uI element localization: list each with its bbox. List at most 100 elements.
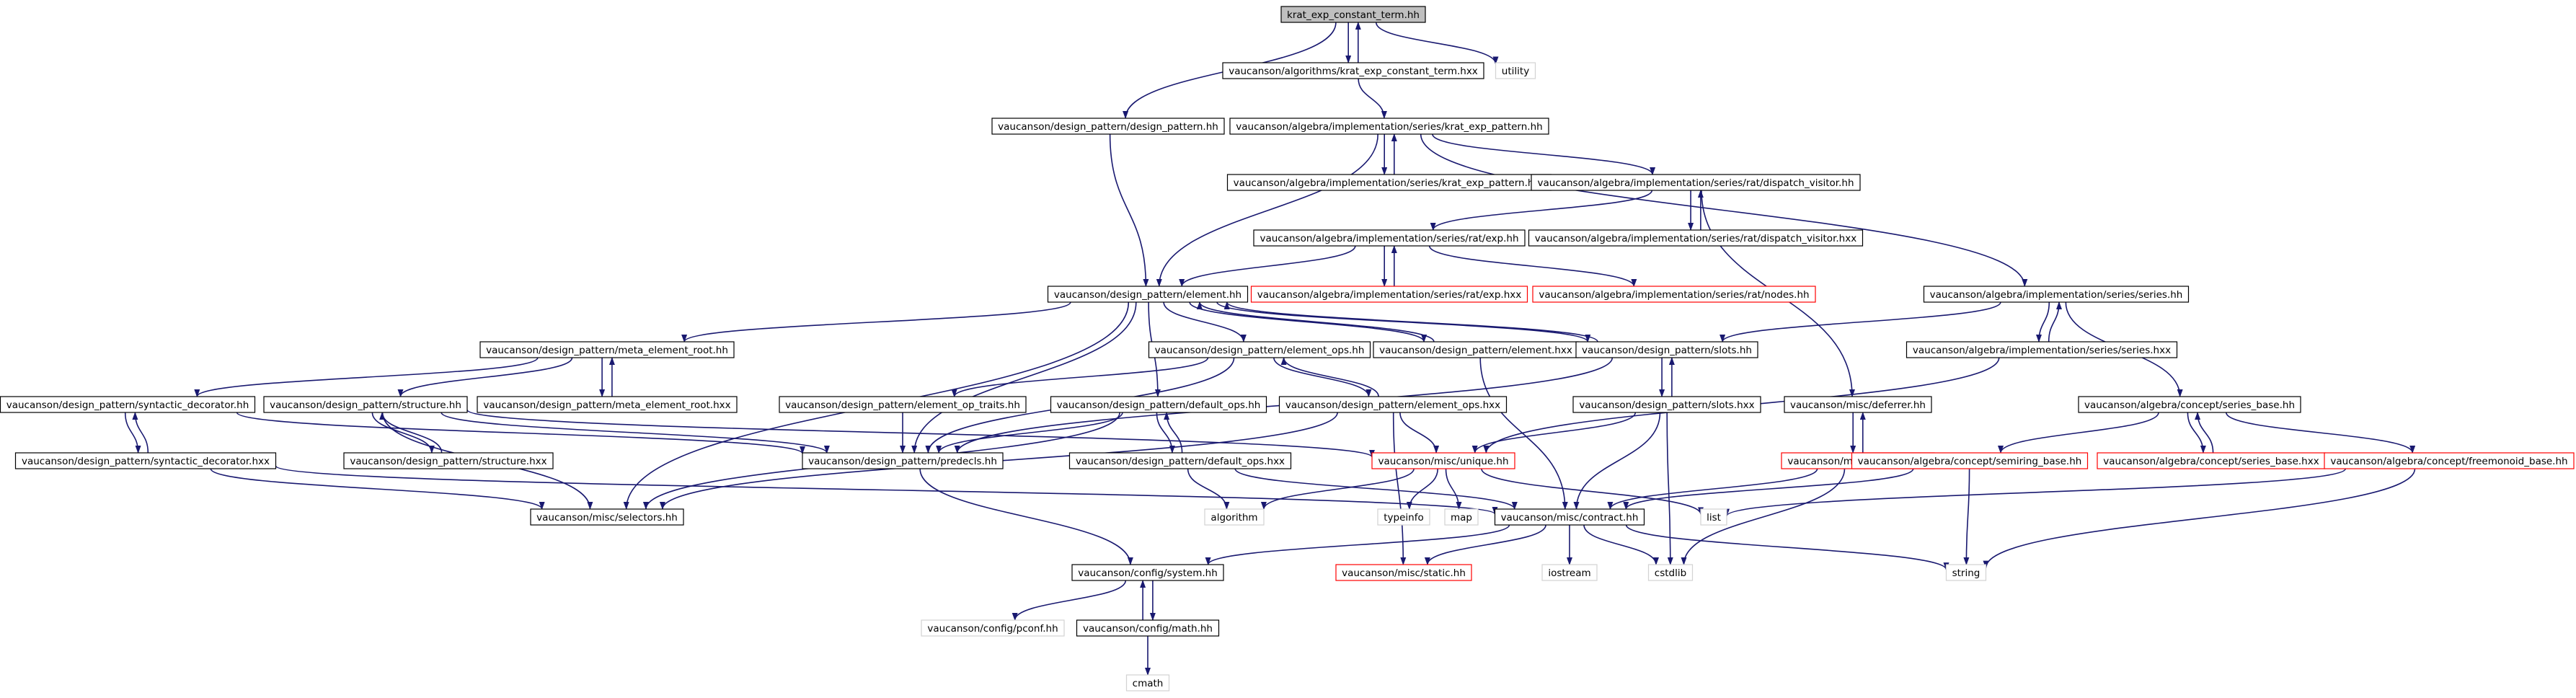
edge-unique_hh-to-list bbox=[1481, 468, 1704, 516]
node-math-hh[interactable]: vaucanson/config/math.hh bbox=[1076, 619, 1220, 637]
node-box bbox=[1148, 341, 1371, 358]
node-krat-exp-constant-term-hh[interactable]: krat_exp_constant_term.hh bbox=[1280, 6, 1426, 23]
node-krat-exp-pattern-hxx[interactable]: vaucanson/algebra/implementation/series/… bbox=[1226, 174, 1552, 191]
node-unique-hh[interactable]: vaucanson/misc/unique.hh bbox=[1371, 452, 1515, 469]
node-box bbox=[263, 396, 468, 413]
node-freemonoid-base-hh[interactable]: vaucanson/algebra/concept/freemonoid_bas… bbox=[2324, 452, 2575, 469]
node-syntactic-decorator-hxx[interactable]: vaucanson/design_pattern/syntactic_decor… bbox=[14, 452, 277, 469]
node-box bbox=[1335, 564, 1472, 581]
node-box bbox=[1575, 341, 1758, 358]
node-predecls-hh[interactable]: vaucanson/design_pattern/predecls.hh bbox=[802, 452, 1004, 469]
node-slots-hxx[interactable]: vaucanson/design_pattern/slots.hxx bbox=[1572, 396, 1761, 413]
node-label: vaucanson/algebra/implementation/series/… bbox=[1234, 177, 1546, 189]
node-label: vaucanson/design_pattern/syntactic_decor… bbox=[6, 399, 249, 411]
node-dispatch-visitor-hxx[interactable]: vaucanson/algebra/implementation/series/… bbox=[1528, 229, 1864, 247]
node-box bbox=[779, 396, 1027, 413]
node-series-hh[interactable]: vaucanson/algebra/implementation/series/… bbox=[1923, 286, 2190, 303]
node-label: vaucanson/design_pattern/default_ops.hh bbox=[1057, 399, 1261, 411]
node-default-ops-hxx[interactable]: vaucanson/design_pattern/default_ops.hxx bbox=[1068, 452, 1292, 469]
node-box bbox=[1278, 396, 1508, 413]
node-label: vaucanson/algebra/concept/series_base.hh bbox=[2084, 399, 2295, 411]
node-box bbox=[1494, 508, 1645, 526]
node-element-ops-hh[interactable]: vaucanson/design_pattern/element_ops.hh bbox=[1148, 341, 1371, 358]
edge-slots_hh-to-element_hh bbox=[1223, 301, 1598, 343]
node-box bbox=[921, 619, 1065, 637]
edge-krat_exp_constant_term_hh-to-utility bbox=[1375, 22, 1499, 65]
node-box bbox=[1528, 229, 1864, 247]
node-label: vaucanson/misc/deferrer.hh bbox=[1790, 399, 1926, 411]
node-label: vaucanson/config/system.hh bbox=[1078, 567, 1218, 579]
edge-krat_exp_pattern_hh-to-dispatch_visitor_hh bbox=[1432, 133, 1655, 175]
node-label: krat_exp_constant_term.hh bbox=[1287, 9, 1420, 21]
node-label: vaucanson/config/pconf.hh bbox=[927, 623, 1058, 635]
edge-syntactic_decorator_hh-to-syntactic_decorator_hxx bbox=[124, 412, 141, 454]
node-series-base-hh[interactable]: vaucanson/algebra/concept/series_base.hh bbox=[2078, 396, 2301, 413]
node-label: vaucanson/algebra/implementation/series/… bbox=[1535, 233, 1856, 244]
node-label: vaucanson/design_pattern/syntactic_decor… bbox=[22, 456, 270, 467]
edge-element_hh-to-element_hxx bbox=[1189, 301, 1427, 343]
edge-unique_hh-to-map bbox=[1445, 468, 1462, 510]
edge-syntactic_decorator_hxx-to-selectors_hh bbox=[210, 468, 545, 510]
node-element-op-traits-hh[interactable]: vaucanson/design_pattern/element_op_trai… bbox=[779, 396, 1027, 413]
node-label: vaucanson/design_pattern/element_ops.hh bbox=[1155, 345, 1365, 356]
node-label: vaucanson/design_pattern/structure.hxx bbox=[350, 456, 546, 467]
node-utility: utility bbox=[1495, 62, 1536, 79]
node-label: vaucanson/algebra/implementation/series/… bbox=[1539, 289, 1809, 301]
edge-syntactic_decorator_hxx-to-contract_hh bbox=[275, 465, 1497, 515]
node-box bbox=[1495, 62, 1536, 79]
node-box bbox=[1076, 619, 1220, 637]
node-dispatch-visitor-hh[interactable]: vaucanson/algebra/implementation/series/… bbox=[1531, 174, 1861, 191]
node-element-ops-hxx[interactable]: vaucanson/design_pattern/element_ops.hxx bbox=[1278, 396, 1508, 413]
node-list: list bbox=[1700, 508, 1727, 526]
node-default-ops-hh[interactable]: vaucanson/design_pattern/default_ops.hh bbox=[1050, 396, 1267, 413]
node-series-hxx[interactable]: vaucanson/algebra/implementation/series/… bbox=[1906, 341, 2178, 358]
node-box bbox=[1047, 286, 1249, 303]
node-element-hxx[interactable]: vaucanson/design_pattern/element.hxx bbox=[1373, 341, 1579, 358]
node-meta-element-root-hh[interactable]: vaucanson/design_pattern/meta_element_ro… bbox=[479, 341, 735, 358]
node-structure-hxx[interactable]: vaucanson/design_pattern/structure.hxx bbox=[343, 452, 554, 469]
node-system-hh[interactable]: vaucanson/config/system.hh bbox=[1071, 564, 1224, 581]
node-syntactic-decorator-hh[interactable]: vaucanson/design_pattern/syntactic_decor… bbox=[0, 396, 256, 413]
edge-deferrer_hxx-to-contract_hh bbox=[1607, 468, 1818, 510]
node-box bbox=[1253, 229, 1526, 247]
node-deferrer-hh[interactable]: vaucanson/misc/deferrer.hh bbox=[1784, 396, 1932, 413]
edge-element_ops_hh-to-element_ops_hxx bbox=[1273, 357, 1372, 397]
edge-structure_hxx-to-structure_hh bbox=[379, 412, 443, 454]
node-box bbox=[1222, 62, 1484, 79]
edge-series_hh-to-slots_hh bbox=[1719, 301, 2001, 343]
node-label: vaucanson/design_pattern/design_pattern.… bbox=[998, 121, 1218, 133]
node-series-base-hxx[interactable]: vaucanson/algebra/concept/series_base.hx… bbox=[2097, 452, 2326, 469]
node-element-hh[interactable]: vaucanson/design_pattern/element.hh bbox=[1047, 286, 1249, 303]
node-rat-nodes-hh[interactable]: vaucanson/algebra/implementation/series/… bbox=[1532, 286, 1816, 303]
node-label: vaucanson/design_pattern/meta_element_ro… bbox=[486, 345, 728, 356]
node-static-hh[interactable]: vaucanson/misc/static.hh bbox=[1335, 564, 1472, 581]
edge-slots_hxx-to-unique_hh bbox=[1471, 412, 1637, 454]
node-box bbox=[1250, 286, 1528, 303]
node-box bbox=[1125, 674, 1170, 692]
node-box bbox=[1923, 286, 2190, 303]
node-slots-hh[interactable]: vaucanson/design_pattern/slots.hh bbox=[1575, 341, 1758, 358]
node-design-pattern-hh[interactable]: vaucanson/design_pattern/design_pattern.… bbox=[991, 118, 1225, 135]
edge-structure_hh-to-predecls_hh bbox=[441, 412, 830, 454]
node-semiring-base-hh[interactable]: vaucanson/algebra/concept/semiring_base.… bbox=[1851, 452, 2089, 469]
node-krat-exp-pattern-hh[interactable]: vaucanson/algebra/implementation/series/… bbox=[1229, 118, 1549, 135]
node-string: string bbox=[1945, 564, 1987, 581]
node-rat-exp-hxx[interactable]: vaucanson/algebra/implementation/series/… bbox=[1250, 286, 1528, 303]
edge-structure_hh-to-unique_hh bbox=[466, 409, 1375, 458]
edge-unique_hh-to-typeinfo bbox=[1406, 468, 1438, 510]
node-krat-exp-constant-term-hxx[interactable]: vaucanson/algorithms/krat_exp_constant_t… bbox=[1222, 62, 1484, 79]
node-structure-hh[interactable]: vaucanson/design_pattern/structure.hh bbox=[263, 396, 468, 413]
edge-krat_exp_constant_term_hxx-to-krat_exp_pattern_hh bbox=[1358, 78, 1387, 119]
node-box bbox=[1541, 564, 1598, 581]
edge-slots_hxx-to-contract_hh bbox=[1573, 412, 1661, 510]
edge-series_hh-to-series_hxx bbox=[2036, 301, 2050, 343]
node-label: cstdlib bbox=[1655, 567, 1686, 579]
node-box bbox=[1532, 286, 1816, 303]
node-meta-element-root-hxx[interactable]: vaucanson/design_pattern/meta_element_ro… bbox=[477, 396, 738, 413]
node-box bbox=[530, 508, 684, 526]
node-rat-exp-hh[interactable]: vaucanson/algebra/implementation/series/… bbox=[1253, 229, 1526, 247]
edge-syntactic_decorator_hh-to-predecls_hh bbox=[236, 412, 805, 454]
node-selectors-hh[interactable]: vaucanson/misc/selectors.hh bbox=[530, 508, 684, 526]
node-contract-hh[interactable]: vaucanson/misc/contract.hh bbox=[1494, 508, 1645, 526]
